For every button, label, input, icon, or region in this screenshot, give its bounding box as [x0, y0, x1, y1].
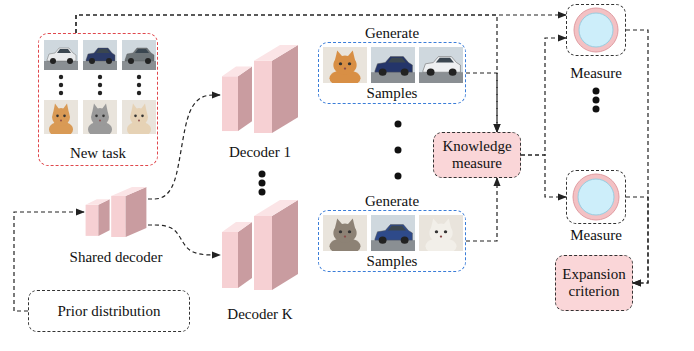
node-label: Expansion criterion: [560, 266, 628, 300]
node-label: Samples: [367, 85, 418, 102]
cat-image: [419, 215, 463, 255]
heading-label: Generate: [365, 193, 419, 210]
node-label: Knowledge measure: [438, 138, 516, 172]
node-label: Shared decoder: [70, 249, 163, 266]
measure-core: [578, 179, 614, 215]
samples-box: GenerateSamples: [318, 210, 466, 272]
car-image: [122, 40, 156, 70]
ellipsis-dots: [59, 75, 141, 95]
node-label: Measure: [570, 65, 622, 82]
car-image: [44, 40, 78, 70]
car-image: [371, 47, 415, 83]
task-box: New task: [38, 33, 158, 166]
cat-image: [323, 47, 367, 87]
decoder-shape: [222, 45, 298, 133]
node-label: New task: [70, 145, 126, 162]
measure-core: [579, 13, 613, 47]
node-label: Measure: [570, 227, 622, 244]
measure-node: Measure: [566, 4, 626, 56]
node-label: Decoder K: [227, 306, 292, 323]
cat-image: [44, 100, 78, 137]
dashed-arrow: [148, 95, 220, 199]
criterion-box: Expansion criterion: [555, 255, 633, 311]
cat-image: [83, 100, 117, 137]
measure-ring: [574, 8, 618, 52]
dashed-arrow: [466, 73, 497, 132]
ellipsis-dots: [259, 171, 266, 196]
node-label: Decoder 1: [229, 144, 291, 161]
car-image: [83, 40, 117, 70]
samples-box: GenerateSamples: [318, 42, 466, 104]
ellipsis-dots: [593, 88, 600, 113]
prior-box: Prior distribution: [28, 290, 190, 332]
decoder-block: Decoder 1: [220, 45, 300, 133]
decoder-block: Decoder K: [220, 200, 300, 290]
node-label: Samples: [367, 253, 418, 270]
measure-ring: [573, 174, 619, 220]
node-label: Prior distribution: [58, 303, 161, 320]
dashed-arrow: [626, 30, 648, 283]
car-image: [419, 47, 463, 83]
heading-label: Generate: [365, 25, 419, 42]
cat-image: [323, 215, 367, 255]
dashed-arrow: [76, 15, 566, 33]
dashed-arrow: [521, 38, 566, 155]
car-image: [371, 215, 415, 251]
dashed-arrow: [466, 178, 497, 241]
decoder-block: Shared decoder: [84, 187, 148, 237]
ellipsis-dots: [395, 121, 402, 180]
dashed-arrow: [521, 155, 566, 197]
measure-box: Knowledge measure: [433, 132, 521, 178]
decoder-shape: [222, 200, 298, 290]
decoder-shape: [86, 187, 147, 237]
measure-node: Measure: [566, 170, 626, 224]
cat-image: [122, 100, 156, 137]
